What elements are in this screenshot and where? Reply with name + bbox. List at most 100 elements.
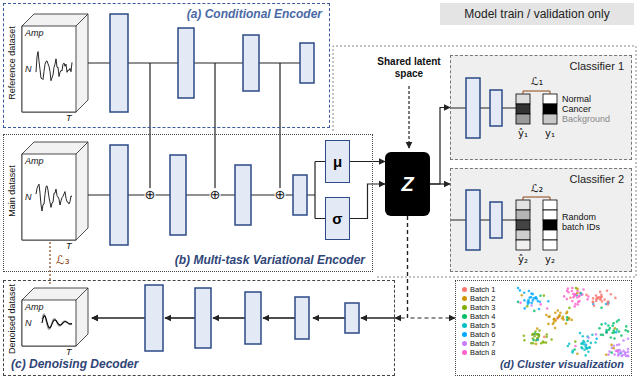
classifier-layers: [543, 200, 557, 210]
scatter-dot: [616, 328, 619, 331]
scatter-dot: [594, 341, 597, 344]
scatter-dot: [517, 301, 520, 304]
scatter-dot: [614, 297, 617, 300]
legend-swatch: [462, 314, 467, 319]
legend-swatch: [462, 323, 467, 328]
scatter-dot: [517, 287, 520, 290]
scatter-dot: [532, 333, 535, 336]
classifier-layers: [543, 210, 557, 220]
class-name: Cancer: [562, 104, 591, 114]
dataset-label-holder: Denoised dataset: [7, 284, 17, 354]
scatter-dot: [620, 351, 623, 354]
loss-label: ℒ₂: [531, 183, 543, 195]
axis-label: T: [66, 241, 72, 251]
axis-label-holder: T: [66, 241, 72, 251]
sum-symbol: ⊕: [210, 188, 221, 202]
cube-front: [22, 26, 76, 112]
scatter-dot: [627, 351, 630, 354]
legend-text: Batch 3: [470, 303, 495, 312]
classifier-layers: [543, 114, 557, 124]
axis-label: N: [25, 318, 32, 328]
classifier-layers: [516, 240, 530, 250]
legend-swatch: [462, 332, 467, 337]
legend-swatch: [462, 341, 467, 346]
scatter-dot: [547, 300, 550, 303]
waveform: [42, 314, 72, 329]
axis-label-holder: Amp: [25, 302, 44, 312]
cube-back: [22, 142, 88, 240]
scatter-dot: [596, 296, 599, 299]
scatter-dot: [574, 340, 577, 343]
scatter-dot: [592, 297, 595, 300]
scatter-dot: [519, 302, 522, 305]
class-name: Normal: [562, 94, 591, 104]
classifier-layers: [516, 114, 530, 124]
axis-label-holder: Amp: [25, 28, 44, 38]
loss-label-holder: ℒ₃: [56, 254, 69, 267]
encoder-layers: [243, 35, 259, 91]
decoder-layers: [345, 303, 359, 333]
scatter-dot: [613, 329, 616, 332]
scatter-dot: [567, 317, 570, 320]
encoder-layers: [178, 28, 194, 98]
scatter-dot: [531, 302, 534, 305]
scatter-dot: [537, 300, 540, 303]
region-heading: (d) Cluster visualization: [500, 357, 624, 372]
legend-swatch: [462, 287, 467, 292]
decoder-layers: [263, 317, 295, 318]
scatter-dot: [587, 350, 590, 353]
scatter-dot: [579, 332, 582, 335]
param-symbol: σ: [332, 210, 342, 228]
cube-edge: [76, 142, 88, 154]
scatter-dot: [578, 295, 581, 298]
scatter-dot: [548, 315, 551, 318]
scope-tag: Model train / validation only: [440, 3, 634, 25]
scatter-dot: [611, 324, 614, 327]
output-label-holder: ŷ₁: [518, 128, 528, 139]
scatter-dot: [542, 341, 545, 344]
connector: [408, 216, 456, 318]
legend-text: Batch 6: [470, 330, 495, 339]
cube-back: [22, 14, 88, 112]
legend-row: Batch 2: [462, 294, 495, 303]
scatter-dot: [610, 344, 613, 347]
scatter-dot: [625, 325, 628, 328]
scatter-dot: [618, 349, 621, 352]
scatter-dot: [605, 331, 608, 334]
cube-front: [22, 154, 76, 240]
classifier-fill: [450, 168, 632, 272]
scatter-dot: [578, 294, 581, 297]
scatter-dot: [606, 289, 609, 292]
scatter-dot: [613, 353, 616, 356]
scatter-dot: [574, 293, 577, 296]
cube-back: [22, 288, 88, 346]
axis-label: N: [25, 64, 32, 74]
data-cube: [22, 288, 88, 346]
classifier-layers: [490, 202, 502, 238]
scatter-dot: [585, 294, 588, 297]
scatter-dot: [553, 321, 556, 324]
legend-row: Batch 8: [462, 348, 495, 357]
scatter-dot: [620, 334, 623, 337]
dataset-label-holder: Main dataset: [7, 165, 17, 217]
scatter-dot: [574, 345, 577, 348]
legend-swatch: [462, 305, 467, 310]
connector: [350, 161, 385, 162]
classifier-layers: [543, 230, 557, 240]
waveform: [36, 52, 72, 81]
scatter-dot: [575, 287, 578, 290]
decoder-layers: [313, 317, 345, 318]
scatter-dot: [593, 304, 596, 307]
axis-label-holder: N: [25, 318, 32, 328]
connector: [430, 183, 450, 184]
decoder-layers: [195, 288, 211, 348]
decoder-layers: [165, 317, 195, 318]
legend-row: Batch 6: [462, 330, 495, 339]
scatter-dot: [622, 350, 625, 353]
decoder-layers: [145, 285, 163, 351]
scatter-dot: [536, 338, 539, 341]
scatter-dot: [539, 294, 542, 297]
axis-label: N: [25, 192, 32, 202]
